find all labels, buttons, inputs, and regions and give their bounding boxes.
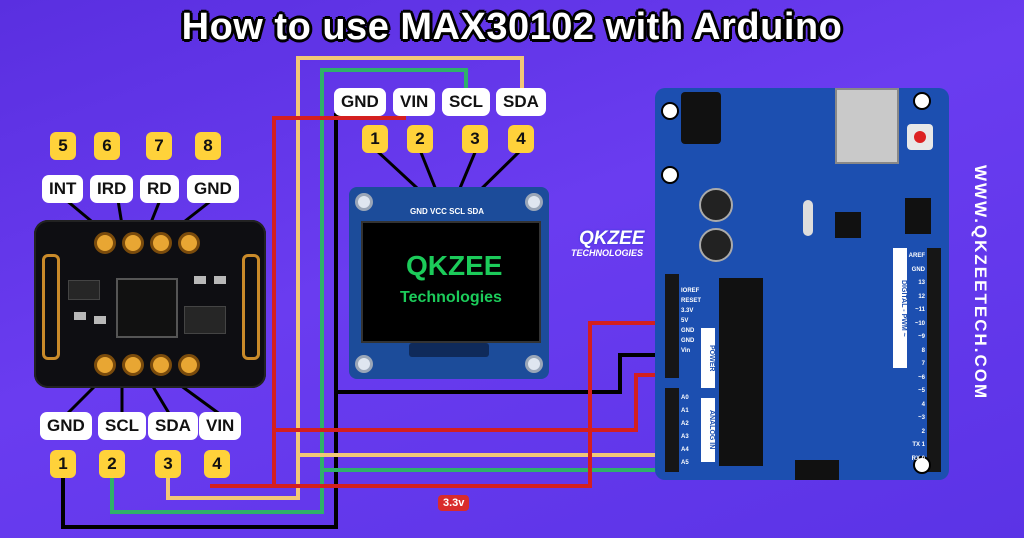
oled-pin-number-4: 4: [508, 125, 534, 153]
sensor-pin-number-8: 8: [195, 132, 221, 160]
smd-component: [214, 276, 226, 284]
brand-logo-sub: TECHNOLOGIES: [571, 248, 644, 258]
sensor-label-vin: VIN: [199, 412, 242, 440]
capacitor: [699, 228, 733, 262]
sensor-pad: [94, 232, 116, 254]
sensor-pad: [150, 232, 172, 254]
page-title: How to use MAX30102 with Arduino: [181, 6, 843, 48]
reset-button-cap: [914, 131, 926, 143]
mount-hole: [355, 355, 373, 373]
crystal: [803, 200, 813, 236]
sensor-label-sda: SDA: [148, 412, 198, 440]
website-url: WWW.QKZEETECH.COM: [971, 165, 990, 401]
oled-label-gnd: GND: [334, 88, 386, 116]
sensor-label-rd: RD: [140, 175, 179, 203]
mount-hole: [525, 193, 543, 211]
digital-section-title: DIGITAL - PWM ~: [893, 248, 907, 368]
oled-pin-number-1: 1: [362, 125, 388, 153]
oled-display-module: [349, 187, 549, 379]
sensor-label-ird: IRD: [90, 175, 134, 203]
oled-label-sda: SDA: [496, 88, 546, 116]
oled-ribbon: [409, 343, 489, 357]
sensor-pin-number-2: 2: [99, 450, 125, 478]
power-section-title: POWER: [701, 328, 715, 388]
sensor-pin-number-4: 4: [204, 450, 230, 478]
oled-pin-number-3: 3: [462, 125, 488, 153]
power-jack: [681, 92, 721, 144]
mount-hole: [525, 355, 543, 373]
smd-component: [94, 316, 106, 324]
sensor-label-gnd-top: GND: [187, 175, 239, 203]
icsp-header: [905, 198, 931, 234]
oled-screen-title: QKZEE: [406, 250, 503, 281]
sensor-label-gnd: GND: [40, 412, 92, 440]
oled-pin-number-2: 2: [407, 125, 433, 153]
sensor-slot: [242, 254, 260, 360]
atmega-chip: [719, 278, 763, 466]
sensor-pad: [94, 354, 116, 376]
sensor-pin-number-7: 7: [146, 132, 172, 160]
sensor-pin-number-3: 3: [155, 450, 181, 478]
power-header: [665, 274, 679, 378]
sensor-slot: [42, 254, 60, 360]
wire-scl: [110, 68, 468, 514]
capacitor: [699, 188, 733, 222]
regulator-chip: [184, 306, 226, 334]
sensor-pin-number-6: 6: [94, 132, 120, 160]
sensor-chip: [116, 278, 178, 338]
sensor-pin-number-1: 1: [50, 450, 76, 478]
oled-pin-row-label: GND VCC SCL SDA: [410, 207, 485, 216]
analog-header: [665, 388, 679, 472]
sensor-pad: [122, 232, 144, 254]
mount-hole: [913, 92, 931, 110]
usb-chip: [835, 212, 861, 238]
wire-sda: [166, 56, 524, 500]
sensor-pad: [122, 354, 144, 376]
oled-label-scl: SCL: [442, 88, 490, 116]
max30102-sensor-board: [34, 220, 266, 388]
regulator-chip: [68, 280, 100, 300]
sensor-pin-number-5: 5: [50, 132, 76, 160]
sensor-label-scl: SCL: [98, 412, 146, 440]
smd-component: [74, 312, 86, 320]
digital-header-high: [927, 248, 941, 372]
mount-hole: [661, 166, 679, 184]
oled-screen-subtitle: Technologies: [400, 289, 502, 306]
mount-hole: [913, 456, 931, 474]
digital-header-low: [927, 364, 941, 472]
mount-hole: [661, 102, 679, 120]
brand-logo: QKZEE: [579, 228, 645, 249]
analog-section-title: ANALOG IN: [701, 398, 715, 462]
sensor-pad: [150, 354, 172, 376]
power-pin-labels: IOREF RESET 3.3V 5V GND GND Vin: [681, 288, 702, 354]
usb-port: [835, 88, 899, 164]
oled-screen: [361, 221, 541, 343]
icsp-header: [795, 460, 839, 480]
sensor-pad: [178, 232, 200, 254]
sensor-pad: [178, 354, 200, 376]
oled-label-vin: VIN: [393, 88, 436, 116]
smd-component: [194, 276, 206, 284]
arduino-uno-board: IOREF RESET 3.3V 5V GND GND Vin A0 A1 A2…: [655, 88, 949, 480]
sensor-label-int: INT: [42, 175, 84, 203]
mount-hole: [355, 193, 373, 211]
analog-pin-labels: A0 A1 A2 A3 A4 A5: [681, 395, 689, 466]
voltage-badge: 3.3v: [438, 495, 470, 511]
digital-pin-labels: AREF GND 13 12 ~11 ~10 ~9 8 7 ~6 ~5 4 ~3…: [908, 253, 925, 462]
